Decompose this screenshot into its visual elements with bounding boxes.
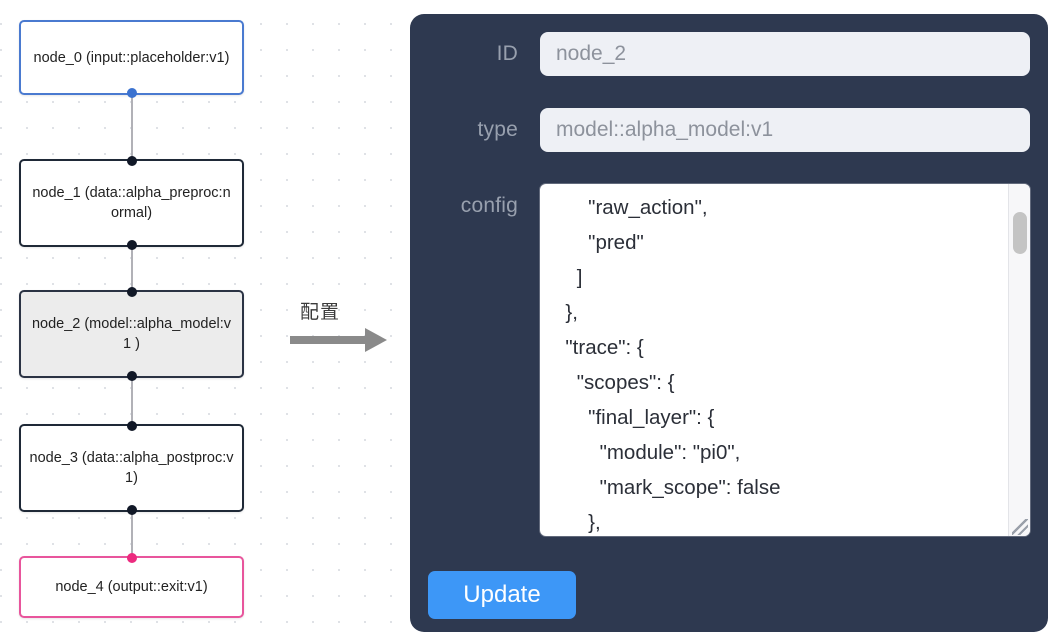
config-scrollbar[interactable] <box>1008 184 1030 536</box>
handle-source-node-2[interactable] <box>126 371 137 381</box>
flow-node-label: node_1 (data::alpha_preproc:normal) <box>32 185 231 221</box>
config-textarea-wrapper[interactable]: "raw_action", "pred" ] }, "trace": { "sc… <box>540 184 1030 536</box>
id-field-label: ID <box>496 42 518 65</box>
flow-node-node-2[interactable]: node_2 (model::alpha_model:v1 ) <box>19 287 244 381</box>
handle-source-node-0[interactable] <box>126 88 137 98</box>
handle-target-node-4[interactable] <box>126 553 137 563</box>
type-field-label: type <box>477 118 518 141</box>
flow-node-node-1[interactable]: node_1 (data::alpha_preproc:normal) <box>19 156 244 250</box>
edge-node1-node2 <box>131 242 133 295</box>
config-scrollbar-thumb[interactable] <box>1013 212 1027 254</box>
field-row-type: type model::alpha_model:v1 <box>410 108 1048 152</box>
flow-node-node-4[interactable]: node_4 (output::exit:v1) <box>19 553 244 618</box>
handle-target-node-1[interactable] <box>126 156 137 166</box>
flow-canvas[interactable]: node_0 (input::placeholder:v1) node_1 (d… <box>0 0 406 643</box>
arrow-head-icon <box>365 328 387 352</box>
flow-node-node-0[interactable]: node_0 (input::placeholder:v1) <box>19 20 244 98</box>
handle-target-node-2[interactable] <box>126 287 137 297</box>
configure-arrow-group: 配置 <box>290 297 400 359</box>
resize-handle-icon[interactable] <box>1012 519 1028 535</box>
config-textarea[interactable]: "raw_action", "pred" ] }, "trace": { "sc… <box>565 196 781 534</box>
handle-target-node-3[interactable] <box>126 421 137 431</box>
flow-node-label: node_0 (input::placeholder:v1) <box>33 49 230 66</box>
config-field-label: config <box>460 194 518 217</box>
node-inspector-panel: ID node_2 type model::alpha_model:v1 con… <box>410 14 1048 632</box>
flow-node-node-3[interactable]: node_3 (data::alpha_postproc:v1) <box>19 421 244 515</box>
edge-node3-node4 <box>131 507 133 561</box>
handle-source-node-3[interactable] <box>126 505 137 515</box>
flow-node-label: node_4 (output::exit:v1) <box>55 579 208 595</box>
type-input[interactable]: model::alpha_model:v1 <box>540 108 1030 152</box>
flow-node-label: node_2 (model::alpha_model:v1 ) <box>31 316 232 352</box>
update-button[interactable]: Update <box>428 571 576 619</box>
field-row-config: config "raw_action", "pred" ] }, "trace"… <box>410 184 1048 536</box>
handle-source-node-1[interactable] <box>126 240 137 250</box>
arrow-shaft <box>290 336 367 344</box>
id-input[interactable]: node_2 <box>540 32 1030 76</box>
edge-node0-node1 <box>131 90 133 164</box>
flow-node-label: node_3 (data::alpha_postproc:v1) <box>29 450 234 486</box>
field-row-id: ID node_2 <box>410 32 1048 76</box>
edge-node2-node3 <box>131 373 133 429</box>
arrow-caption-label: 配置 <box>300 301 341 323</box>
